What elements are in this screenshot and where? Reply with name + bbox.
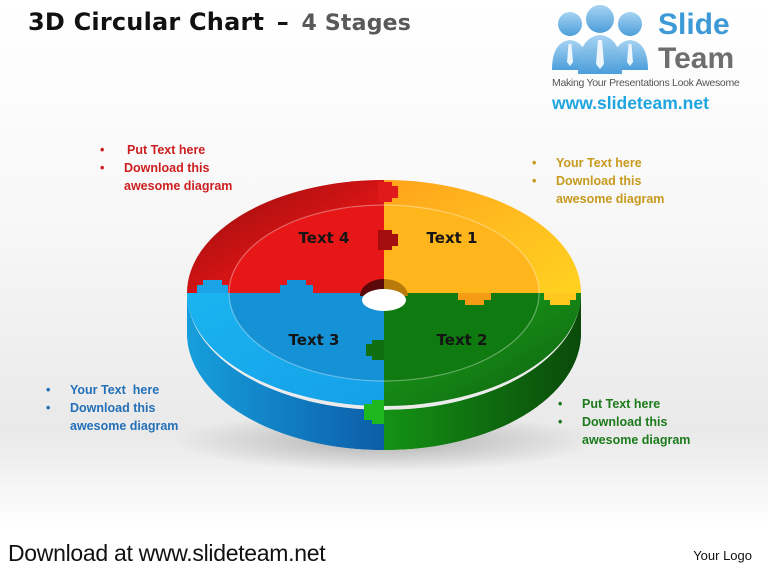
title-subtitle: 4 Stages [301, 11, 412, 36]
logo-brand-team: Team [658, 42, 735, 75]
slide-title: 3D Circular Chart – 4 Stages [28, 8, 411, 36]
footer-logo-placeholder: Your Logo [693, 548, 752, 563]
puzzle-connectors [197, 182, 576, 424]
bullet-icon: • [46, 383, 51, 397]
segment-label-1: Text 1 [427, 229, 478, 247]
segment-label-3: Text 3 [289, 331, 340, 349]
segment-label-4: Text 4 [299, 229, 350, 247]
footer-download-link[interactable]: Download at www.slideteam.net [8, 540, 326, 566]
bullet-icon: • [558, 415, 563, 429]
people-group-icon [552, 5, 648, 74]
callout-item: •Put Text here [558, 397, 661, 411]
bullet-icon: • [532, 174, 537, 188]
logo-url-link[interactable]: www.slideteam.net [552, 93, 709, 113]
logo-brand-slide: Slide [658, 8, 730, 41]
bullet-icon: • [558, 397, 563, 411]
bullet-icon: • [100, 143, 105, 157]
callout-item: •Put Text here [100, 143, 206, 157]
bullet-icon: • [46, 401, 51, 415]
callout-item: •Your Text here [46, 383, 160, 397]
segment-label-2: Text 2 [437, 331, 488, 349]
disk-top-face [187, 180, 581, 406]
title-main: 3D Circular Chart [28, 8, 265, 36]
bullet-icon: • [100, 161, 105, 175]
logo-tagline: Making Your Presentations Look Awesome [552, 77, 740, 89]
disk-side-wall [187, 293, 581, 450]
center-hole [360, 279, 408, 311]
title-dash: – [276, 8, 289, 36]
bullet-icon: • [532, 156, 537, 170]
slideteam-logo[interactable]: Slide Team Making Your Presentations Loo… [548, 4, 764, 116]
callout-item: •Your Text here [532, 156, 642, 170]
